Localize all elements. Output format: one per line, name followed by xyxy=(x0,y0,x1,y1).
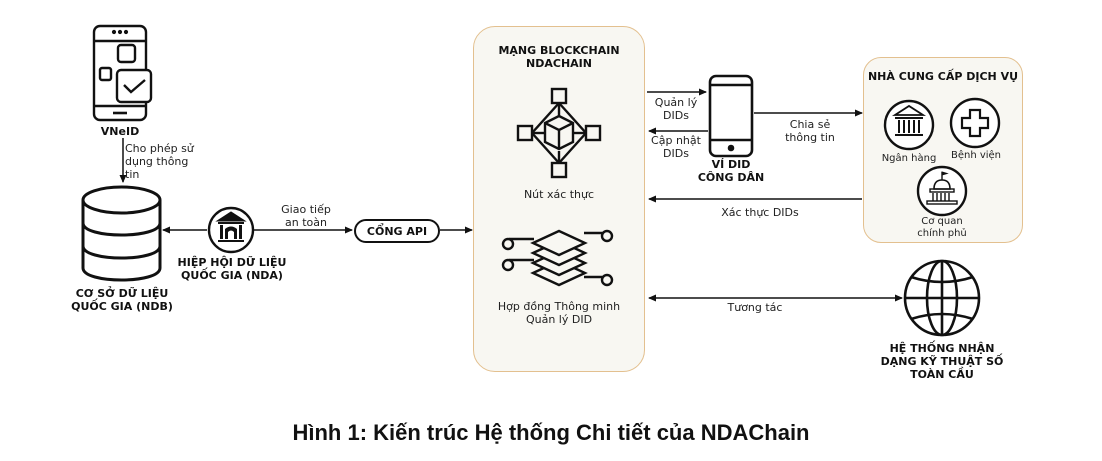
blockchain-title: MẠNG BLOCKCHAIN NDACHAIN xyxy=(478,44,640,70)
edge-label-line: dụng thông tin xyxy=(125,155,189,181)
edge-label-line: Quản lý xyxy=(654,96,698,109)
validator-label: Nút xác thực xyxy=(523,188,595,201)
validator-node-icon xyxy=(516,87,602,179)
did-wallet-label-line1: VÍ DID xyxy=(711,158,751,171)
smart-contract-layers-icon xyxy=(501,229,614,287)
api-gateway-label: CỔNG API xyxy=(366,224,428,238)
vneid-label: VNeID xyxy=(100,125,140,138)
nda-building-icon xyxy=(207,206,255,254)
api-gateway-node: CỔNG API xyxy=(354,219,440,243)
edge-label-share-info: Chia sẻ thông tin xyxy=(778,118,842,144)
government-building-icon xyxy=(916,165,968,217)
globe-icon xyxy=(903,259,981,337)
nda-label-line1: HIỆP HỘI DỮ LIỆU xyxy=(177,256,287,269)
edge-label-line: an toàn xyxy=(285,216,327,229)
did-wallet-phone-icon xyxy=(708,74,754,158)
bank-icon xyxy=(883,99,935,151)
government-label: Cơ quan chính phủ xyxy=(912,216,972,240)
smart-contract-label-line1: Hợp đồng Thông minh xyxy=(497,300,621,313)
edge-label-line: thông tin xyxy=(785,131,835,144)
edge-label-line: DIDs xyxy=(663,109,689,122)
government-label-line1: Cơ quan xyxy=(921,216,963,227)
government-label-line2: chính phủ xyxy=(917,228,967,239)
vneid-phone-icon xyxy=(92,24,153,122)
edge-label-line: DIDs xyxy=(663,147,689,160)
edge-label-verify-dids: Xác thực DIDs xyxy=(721,206,799,219)
smart-contract-label-line2: Quản lý DID xyxy=(525,313,593,326)
edge-label-nda-to-api: Giao tiếp an toàn xyxy=(276,203,336,229)
edge-label-manage-dids: Quản lý DIDs xyxy=(648,96,704,122)
edge-label-vneid-to-ndb: Cho phép sử dụng thông tin xyxy=(125,142,205,181)
global-id-label-line3: TOÀN CẦU xyxy=(910,368,974,381)
smart-contract-label: Hợp đồng Thông minh Quản lý DID xyxy=(478,300,640,326)
hospital-label: Bệnh viện xyxy=(950,150,1002,161)
service-providers-title: NHÀ CUNG CẤP DỊCH VỤ xyxy=(867,70,1019,83)
edge-label-update-dids: Cập nhật DIDs xyxy=(648,134,704,160)
global-id-label-line1: HỆ THỐNG NHẬN xyxy=(889,342,995,355)
hospital-cross-icon xyxy=(949,97,1001,149)
nda-label-line2: QUỐC GIA (NDA) xyxy=(181,269,283,282)
blockchain-title-line2: NDACHAIN xyxy=(526,57,592,70)
blockchain-network-panel xyxy=(473,26,645,372)
edge-label-line: Chia sẻ xyxy=(789,118,831,131)
figure-caption: Hình 1: Kiến trúc Hệ thống Chi tiết của … xyxy=(292,420,810,445)
database-icon xyxy=(81,185,162,282)
did-wallet-label-line2: CÔNG DÂN xyxy=(697,171,765,184)
ndb-label: CƠ SỞ DỮ LIỆU QUỐC GIA (NDB) xyxy=(66,287,178,313)
ndb-label-line1: CƠ SỞ DỮ LIỆU xyxy=(75,287,169,300)
did-wallet-label: VÍ DID CÔNG DÂN xyxy=(696,158,766,184)
ndb-label-line2: QUỐC GIA (NDB) xyxy=(71,300,173,313)
bank-label: Ngân hàng xyxy=(881,153,937,164)
global-id-label: HỆ THỐNG NHẬN DẠNG KỸ THUẬT SỐ TOÀN CẦU xyxy=(880,342,1004,381)
edge-label-interact: Tương tác xyxy=(727,301,783,314)
edge-label-line: Cho phép sử xyxy=(125,142,194,155)
blockchain-title-line1: MẠNG BLOCKCHAIN xyxy=(498,44,620,57)
nda-label: HIỆP HỘI DỮ LIỆU QUỐC GIA (NDA) xyxy=(176,256,288,282)
edge-label-line: Cập nhật xyxy=(651,134,701,147)
global-id-label-line2: DẠNG KỸ THUẬT SỐ xyxy=(880,355,1004,368)
edge-label-line: Giao tiếp xyxy=(281,203,331,216)
